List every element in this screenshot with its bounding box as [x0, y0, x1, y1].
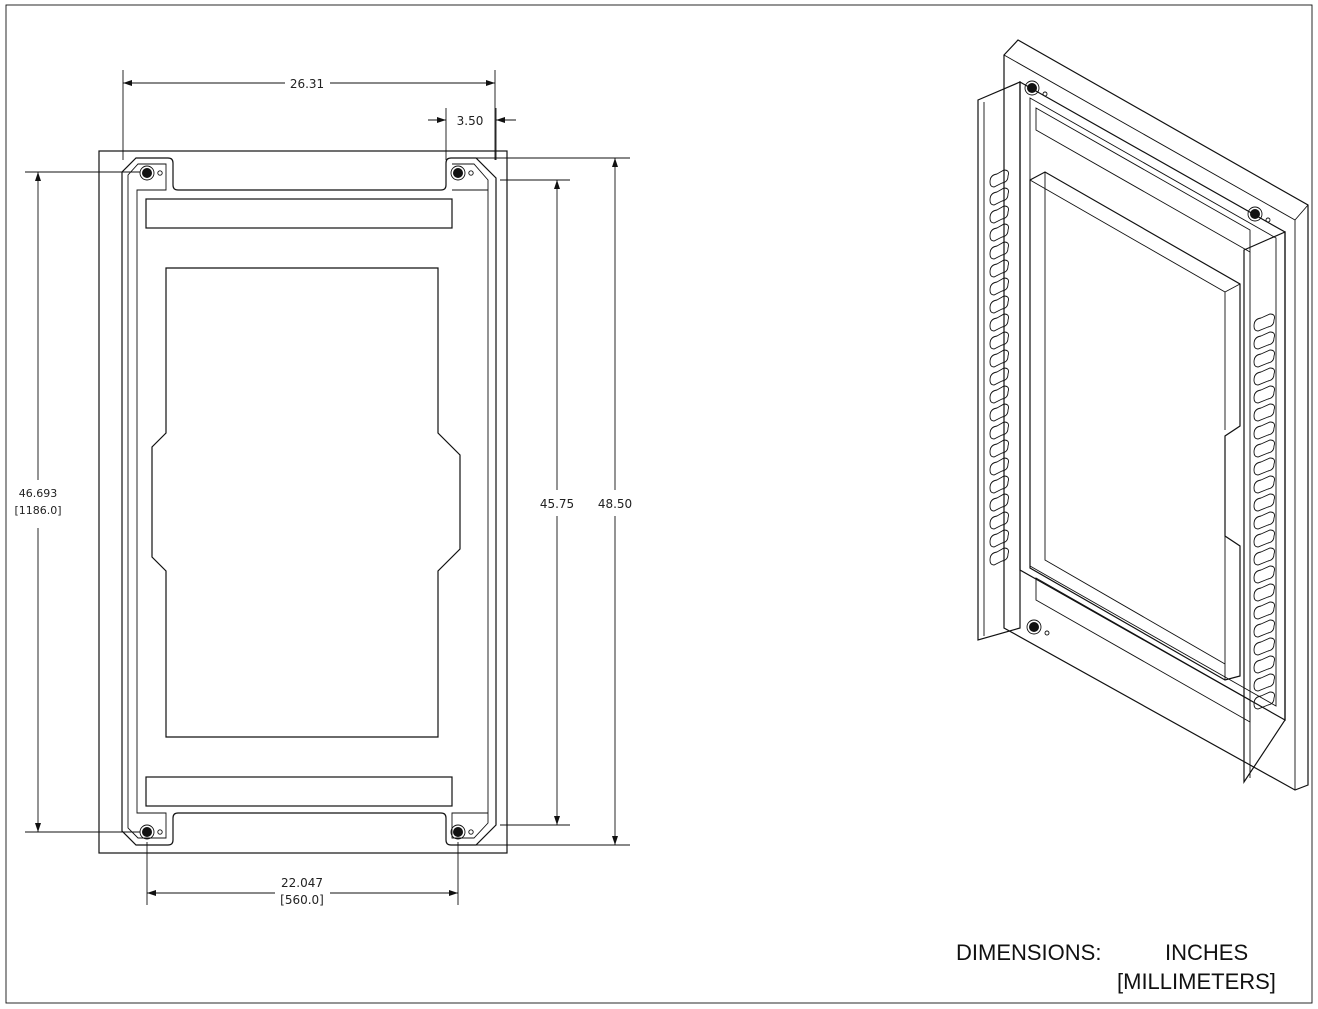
iso-bottom-strip	[1035, 577, 1251, 723]
dim-offset: 3.50	[457, 114, 484, 128]
rail-slot	[1253, 691, 1275, 710]
dim-inner-height: 45.75	[540, 497, 574, 511]
dim-top-width: 26.31	[290, 77, 324, 91]
mounting-hole-br	[450, 824, 474, 840]
rail-slot	[1253, 439, 1275, 458]
dim-bottom-width-mm: [560.0]	[280, 893, 324, 907]
rail-slot	[1253, 619, 1275, 638]
rail-slot	[1253, 637, 1275, 656]
mounting-hole-tl	[139, 165, 163, 181]
rail-slot	[989, 547, 1009, 566]
rail-slot	[1253, 349, 1275, 368]
rail-slot	[989, 493, 1009, 512]
rail-slot	[989, 421, 1009, 440]
rail-slot	[1253, 475, 1275, 494]
note-units-mm: [MILLIMETERS]	[1117, 969, 1276, 994]
iso-top-strip	[1035, 107, 1251, 253]
dim-left-height-mm: [1186.0]	[14, 504, 61, 517]
iso-screw-tr	[1247, 206, 1271, 223]
outer-panel	[98, 150, 508, 854]
rail-slot	[1253, 655, 1275, 674]
iso-bracket-frame	[1019, 80, 1286, 722]
mounting-bracket	[121, 157, 497, 846]
iso-display-box	[1029, 171, 1241, 681]
iso-left-rail-slots	[989, 169, 1009, 566]
rail-slot	[1253, 529, 1275, 548]
iso-right-rail	[1243, 231, 1286, 784]
rail-slot	[989, 277, 1009, 296]
rail-slot	[1253, 421, 1275, 440]
rail-slot	[1253, 583, 1275, 602]
rail-slot	[989, 223, 1009, 242]
rail-slot	[989, 457, 1009, 476]
rail-slot	[989, 475, 1009, 494]
isometric-view	[977, 39, 1309, 791]
rail-slot	[989, 295, 1009, 314]
rail-slot	[1253, 457, 1275, 476]
iso-back-plate	[1003, 39, 1309, 791]
rail-slot	[989, 349, 1009, 368]
rail-slot	[1253, 511, 1275, 530]
iso-screw-tl	[1024, 80, 1048, 97]
rail-slot	[1253, 547, 1275, 566]
rail-slot	[1253, 565, 1275, 584]
rail-slot	[989, 511, 1009, 530]
iso-back-plate-edge	[1003, 54, 1309, 790]
iso-screw-bl	[1026, 619, 1050, 636]
rail-slot	[989, 331, 1009, 350]
rail-slot	[989, 439, 1009, 458]
dim-bottom-width: 22.047	[281, 876, 323, 890]
mounting-hole-tr	[450, 165, 474, 181]
rail-slot	[989, 367, 1009, 386]
rail-slot	[989, 259, 1009, 278]
dim-outer-height: 48.50	[598, 497, 632, 511]
rail-slot	[1253, 403, 1275, 422]
rail-slot	[989, 529, 1009, 548]
rail-slot	[1253, 493, 1275, 512]
mounting-bracket-inner	[127, 163, 167, 839]
top-strip	[145, 198, 453, 229]
rail-slot	[989, 187, 1009, 206]
rail-slot	[989, 205, 1009, 224]
note-label: DIMENSIONS:	[956, 940, 1101, 965]
iso-bracket-frame-inner	[1029, 97, 1277, 707]
dimension-lines	[25, 70, 630, 905]
front-view	[98, 150, 508, 854]
rail-slot	[1253, 313, 1275, 332]
rail-slot	[1253, 673, 1275, 692]
iso-right-rail-slots	[1253, 313, 1275, 710]
dim-left-height: 46.693	[19, 487, 58, 500]
rail-slot	[989, 241, 1009, 260]
rail-slot	[1253, 601, 1275, 620]
iso-display-edges	[1029, 172, 1241, 680]
rail-slot	[989, 313, 1009, 332]
mounting-bracket-right-inner	[451, 163, 489, 839]
rail-slot	[989, 403, 1009, 422]
rail-slot	[1253, 385, 1275, 404]
rail-slot	[989, 385, 1009, 404]
rail-slot	[989, 169, 1009, 188]
sheet-border	[5, 4, 1313, 1004]
iso-left-rail	[977, 81, 1021, 641]
rail-slot	[1253, 367, 1275, 386]
display-outline	[151, 267, 461, 738]
rail-slot	[1253, 331, 1275, 350]
bottom-strip	[145, 776, 453, 807]
mounting-hole-bl	[139, 824, 163, 840]
note-units: INCHES	[1165, 940, 1248, 965]
